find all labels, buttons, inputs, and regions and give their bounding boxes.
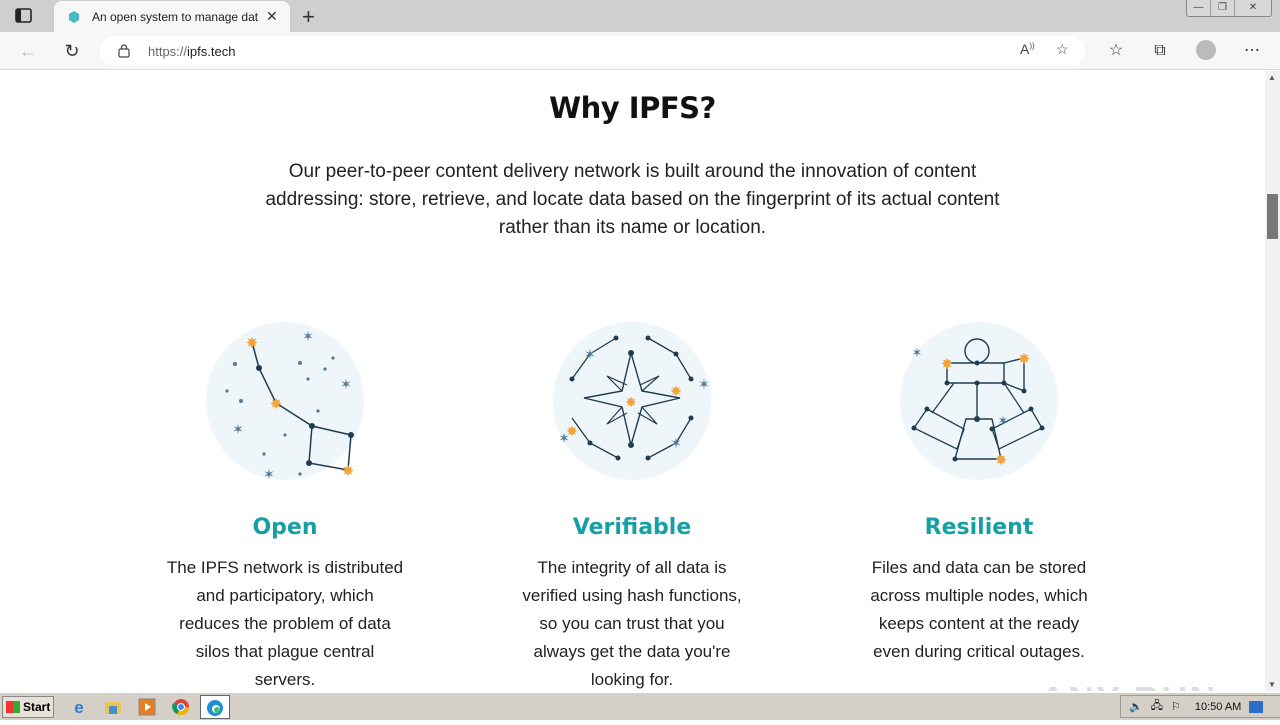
browser-tab-strip: An open system to manage dat ✕ + — ❐ ✕ xyxy=(0,0,1280,32)
constellation-compass-star-icon: ✶ ✶ ✶ ✶ ✸ ✸ ✸ xyxy=(553,322,711,480)
svg-text:✶: ✶ xyxy=(912,345,923,360)
file-explorer-icon[interactable] xyxy=(102,697,124,717)
action-center-flag-icon[interactable]: ⚐ xyxy=(1170,701,1181,713)
close-window-button[interactable]: ✕ xyxy=(1248,2,1258,13)
svg-text:✶: ✶ xyxy=(670,435,682,451)
volume-icon[interactable]: 🔈 xyxy=(1129,701,1143,713)
feature-title: Verifiable xyxy=(572,515,692,540)
page-content: Why IPFS? Our peer-to-peer content deliv… xyxy=(0,71,1265,691)
tab-close-icon[interactable]: ✕ xyxy=(266,8,278,24)
svg-text:✶: ✶ xyxy=(698,376,710,392)
system-tray: 🔈 🖧 ⚐ 10:50 AM xyxy=(1120,695,1280,718)
watermark: ANY RUN xyxy=(1040,679,1217,691)
svg-text:✸: ✸ xyxy=(670,383,682,399)
collections-icon[interactable]: ⧉ xyxy=(1154,42,1166,59)
media-player-icon[interactable] xyxy=(136,697,158,717)
restore-button[interactable]: ❐ xyxy=(1211,0,1235,16)
reload-button[interactable]: ↻ xyxy=(64,41,80,61)
tab-title: An open system to manage dat xyxy=(92,9,258,24)
clock[interactable]: 10:50 AM xyxy=(1194,700,1242,713)
constellation-dipper-icon: ✶ ✶ ✶ ✶ ✸ ✸ ✸ xyxy=(206,322,364,481)
svg-text:✸: ✸ xyxy=(342,463,355,480)
vertical-scrollbar[interactable]: ▲ ▼ xyxy=(1265,71,1280,691)
edge-icon xyxy=(207,700,223,716)
svg-text:✸: ✸ xyxy=(246,335,259,352)
feature-open: ✶ ✶ ✶ ✶ ✸ ✸ ✸ Open The IPFS network is distri… xyxy=(135,321,435,691)
favorites-icon[interactable]: ☆ xyxy=(1108,42,1124,59)
edge-taskbar-button-active[interactable] xyxy=(200,695,230,719)
feature-title: Resilient xyxy=(924,515,1034,540)
feature-title: Open xyxy=(252,515,318,540)
start-button[interactable]: Start xyxy=(2,696,54,718)
network-icon[interactable]: 🖧 xyxy=(1150,700,1163,712)
svg-text:✸: ✸ xyxy=(270,396,283,413)
more-menu-icon[interactable]: ⋯ xyxy=(1244,42,1260,59)
intro-paragraph: Our peer-to-peer content delivery networ… xyxy=(265,161,1000,238)
svg-text:✶: ✶ xyxy=(998,413,1009,428)
profile-avatar[interactable] xyxy=(1196,40,1216,60)
svg-text:✸: ✸ xyxy=(566,423,578,439)
feature-text: The IPFS network is distributed and part… xyxy=(166,558,404,689)
url-text[interactable]: https://ipfs.tech xyxy=(148,43,236,59)
feature-resilient: ✶ ✶ ✸ ✸ ✸ Resilient Files and data can be s… xyxy=(829,321,1129,666)
ipfs-cube-icon xyxy=(69,10,79,23)
chrome-icon[interactable] xyxy=(170,697,192,717)
back-button[interactable]: ← xyxy=(19,41,37,61)
svg-text:✶: ✶ xyxy=(584,346,596,362)
constellation-figure-icon: ✶ ✶ ✸ ✸ ✸ xyxy=(900,322,1058,480)
new-tab-button[interactable]: + xyxy=(302,4,315,29)
scroll-up-icon[interactable]: ▲ xyxy=(1268,73,1276,82)
scroll-down-icon[interactable]: ▼ xyxy=(1268,680,1276,689)
svg-text:✶: ✶ xyxy=(232,421,244,437)
svg-text:✶: ✶ xyxy=(558,430,570,446)
feature-verifiable: ✶ ✶ ✶ ✶ ✸ ✸ ✸ Verifiable The integrity of all… xyxy=(482,321,782,691)
tab-actions-icon[interactable] xyxy=(14,7,34,25)
svg-text:✶: ✶ xyxy=(302,328,314,344)
show-desktop-icon[interactable] xyxy=(1249,700,1264,713)
svg-text:✸: ✸ xyxy=(941,356,954,373)
svg-text:✶: ✶ xyxy=(340,376,352,392)
internet-explorer-icon[interactable]: e xyxy=(68,697,90,717)
browser-toolbar: ← ↻ https://ipfs.tech A)) ☆ ☆ ⧉ ⋯ xyxy=(0,32,1280,70)
feature-text: The integrity of all data is verified us… xyxy=(522,558,742,689)
feature-text: Files and data can be stored across mult… xyxy=(870,558,1088,661)
browser-tab-active[interactable]: An open system to manage dat ✕ xyxy=(54,1,290,32)
windows-flag-icon xyxy=(6,701,20,713)
add-favorite-icon[interactable]: ☆ xyxy=(1056,41,1069,57)
windows-taskbar: Start e 🔈 🖧 ⚐ 10:50 AM xyxy=(0,692,1280,720)
read-aloud-icon[interactable]: A)) xyxy=(1020,41,1035,57)
window-controls: — ❐ ✕ xyxy=(1186,0,1272,17)
svg-text:✸: ✸ xyxy=(995,452,1008,469)
address-bar[interactable]: https://ipfs.tech A)) ☆ xyxy=(100,36,1085,66)
svg-text:e: e xyxy=(74,698,83,717)
scrollbar-thumb[interactable] xyxy=(1267,194,1278,239)
svg-text:✸: ✸ xyxy=(625,394,637,410)
minimize-button[interactable]: — xyxy=(1187,0,1211,16)
svg-text:✶: ✶ xyxy=(263,466,275,481)
svg-text:✸: ✸ xyxy=(1018,351,1031,368)
lock-icon[interactable] xyxy=(118,44,130,58)
section-heading: Why IPFS? xyxy=(549,91,716,125)
